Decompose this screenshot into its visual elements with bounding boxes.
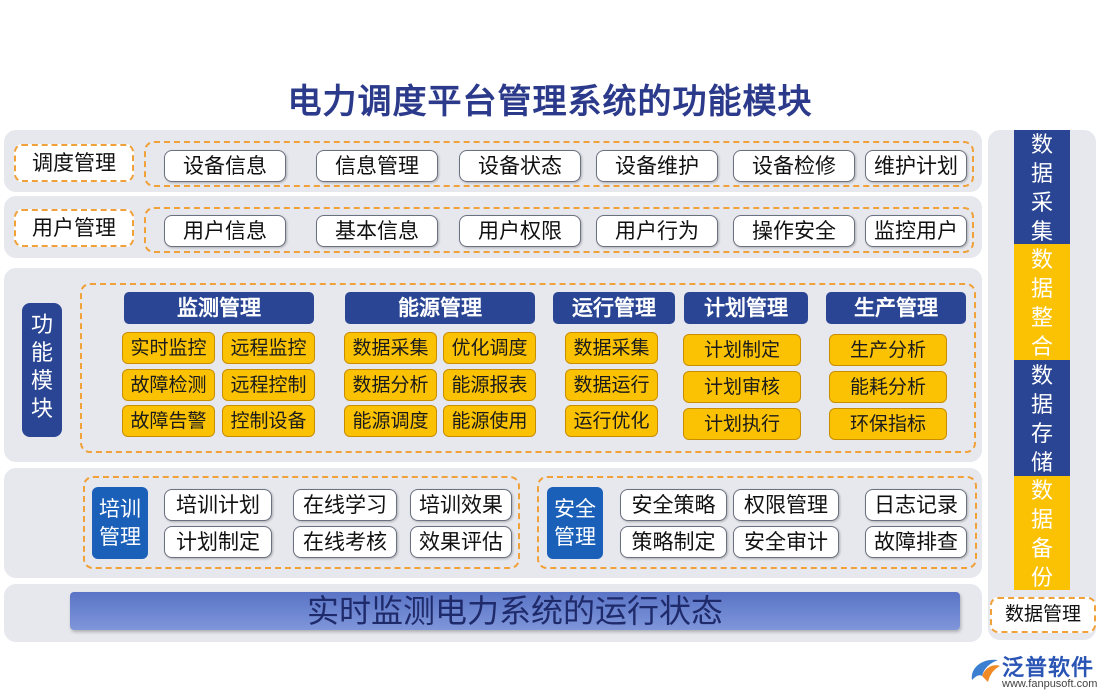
group-item: 数据采集 [565, 332, 658, 364]
security-item: 日志记录 [865, 489, 967, 521]
logo-name: 泛普软件 [1002, 655, 1095, 680]
fanpu-logo: 泛普软件 www.fanpusoft.com [968, 650, 1098, 696]
group-item: 环保指标 [829, 408, 947, 440]
function-module-label: 功 能 模 块 [22, 303, 62, 437]
function-groups-box [80, 283, 976, 453]
dispatch-item: 设备检修 [733, 150, 855, 182]
training-item: 在线考核 [293, 526, 397, 558]
page-title: 电力调度平台管理系统的功能模块 [287, 82, 813, 122]
security-item: 安全审计 [733, 526, 839, 558]
logo-url: www.fanpusoft.com [1002, 678, 1098, 690]
group-header-planning: 计划管理 [684, 292, 808, 324]
group-item: 数据运行 [565, 369, 658, 401]
group-header-monitoring: 监测管理 [124, 292, 314, 324]
data-storage-segment: 数 据 存 储 [1014, 360, 1070, 476]
group-item: 能源使用 [443, 405, 536, 437]
group-item: 能源报表 [443, 369, 536, 401]
user-item: 监控用户 [865, 215, 967, 247]
footer-banner: 实时监测电力系统的运行状态 [70, 592, 960, 630]
group-item: 生产分析 [829, 334, 947, 366]
training-box [83, 476, 520, 569]
group-item: 能源调度 [344, 405, 437, 437]
dispatch-items-box [144, 141, 974, 187]
group-item: 数据分析 [344, 369, 437, 401]
dispatch-item: 维护计划 [865, 150, 967, 182]
training-item: 效果评估 [410, 526, 512, 558]
dispatch-item: 设备状态 [459, 150, 581, 182]
fanpu-logo-icon [971, 659, 1000, 682]
training-item: 培训计划 [164, 489, 272, 521]
group-item: 故障检测 [122, 369, 215, 401]
group-item: 故障告警 [122, 405, 215, 437]
data-integration-segment: 数 据 整 合 [1014, 244, 1070, 360]
data-collection-segment: 数 据 采 集 [1014, 130, 1070, 245]
group-item: 远程监控 [222, 332, 315, 364]
data-management-label: 数据管理 [990, 597, 1096, 633]
dispatch-item: 设备维护 [596, 150, 718, 182]
security-item: 安全策略 [620, 489, 727, 521]
user-item: 用户信息 [164, 215, 286, 247]
group-item: 优化调度 [443, 332, 536, 364]
user-item: 用户行为 [596, 215, 718, 247]
group-header-energy: 能源管理 [345, 292, 535, 324]
dispatch-item: 信息管理 [316, 150, 438, 182]
security-item: 策略制定 [620, 526, 727, 558]
user-item: 基本信息 [316, 215, 438, 247]
group-item: 远程控制 [222, 369, 315, 401]
user-item: 操作安全 [733, 215, 855, 247]
training-security-band [4, 468, 982, 578]
group-item: 运行优化 [565, 405, 658, 437]
group-header-operation: 运行管理 [553, 292, 675, 324]
group-item: 计划执行 [683, 408, 801, 440]
training-item: 培训效果 [410, 489, 512, 521]
user-items-box [144, 207, 974, 253]
training-item: 在线学习 [293, 489, 397, 521]
training-label: 培训 管理 [92, 487, 148, 559]
group-item: 计划制定 [683, 334, 801, 366]
group-item: 实时监控 [122, 332, 215, 364]
dispatch-item: 设备信息 [164, 150, 286, 182]
group-item: 数据采集 [344, 332, 437, 364]
group-item: 控制设备 [222, 405, 315, 437]
group-header-production: 生产管理 [826, 292, 966, 324]
training-item: 计划制定 [164, 526, 272, 558]
group-item: 计划审核 [683, 371, 801, 403]
security-label: 安全 管理 [547, 487, 603, 559]
user-label: 用户管理 [14, 209, 134, 247]
data-backup-segment: 数 据 备 份 [1014, 476, 1070, 591]
group-item: 能耗分析 [829, 371, 947, 403]
dispatch-label: 调度管理 [14, 144, 134, 182]
user-item: 用户权限 [459, 215, 581, 247]
security-item: 故障排查 [865, 526, 967, 558]
security-box [537, 476, 977, 569]
security-item: 权限管理 [733, 489, 839, 521]
